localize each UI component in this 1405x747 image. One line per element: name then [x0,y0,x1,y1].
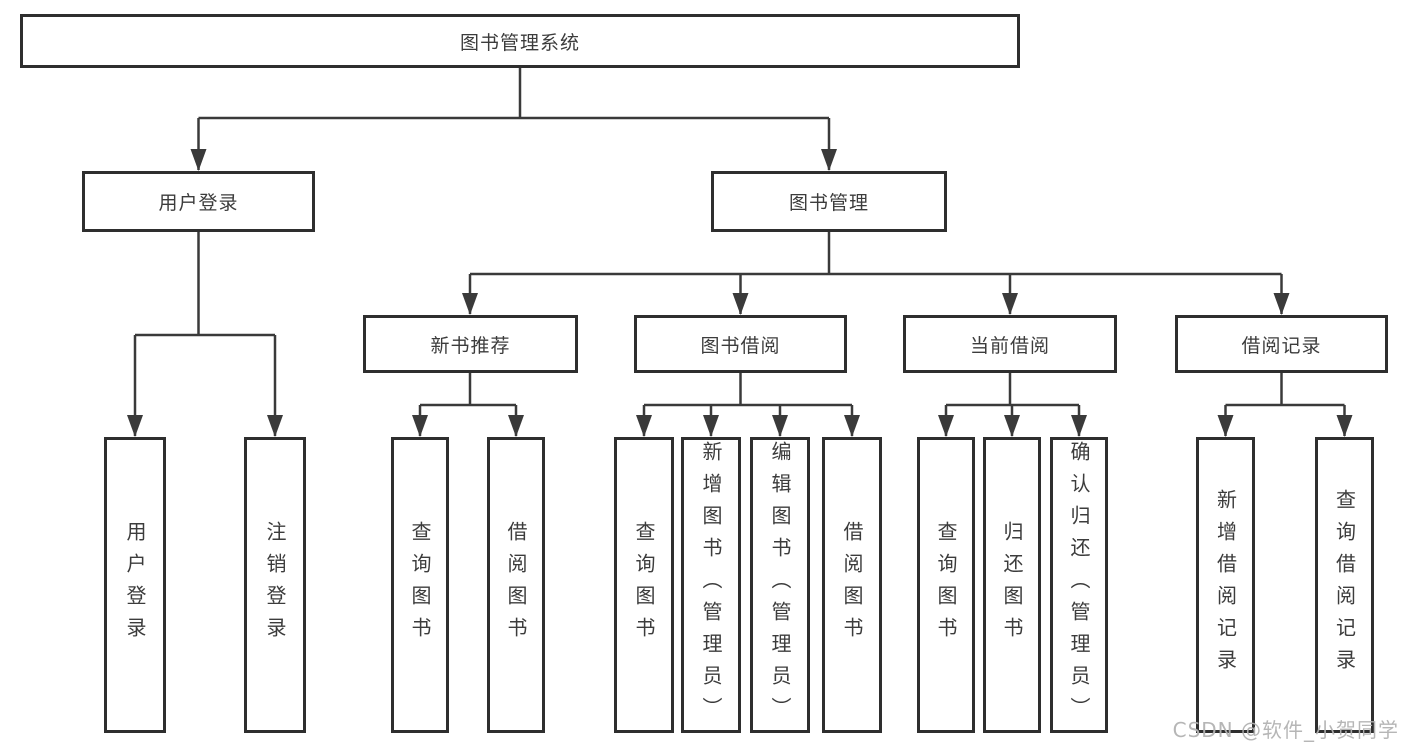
node-borrowing-records: 借阅记录 [1175,315,1388,373]
leaf-user-login: 用户登录 [104,437,166,733]
node-label: 图书管理系统 [459,31,580,54]
node-label: 查询图书 [408,521,432,649]
leaf-records-query-record: 查询借阅记录 [1315,437,1374,733]
node-label: 新书推荐 [430,334,511,357]
node-label: 新增借阅记录 [1213,489,1238,681]
node-label: 借阅图书 [840,521,864,649]
node-label: 当前借阅 [969,334,1050,357]
connector-current-borrowing-family [938,373,1087,437]
node-label: 新增图书（管理员） [699,441,723,729]
connector-user-login-family [127,232,283,437]
node-label: 确认归还（管理员） [1067,441,1091,729]
node-library-management-system: 图书管理系统 [20,14,1020,68]
connector-book-borrowing-family [636,373,860,437]
leaf-records-add-record: 新增借阅记录 [1196,437,1255,733]
node-user-login: 用户登录 [82,171,315,232]
connector-root-family [190,68,837,171]
node-label: 借阅记录 [1241,334,1322,357]
leaf-current-confirm-return-admin: 确认归还（管理员） [1050,437,1108,733]
node-current-borrowing: 当前借阅 [903,315,1117,373]
node-label: 用户登录 [123,521,147,649]
node-book-management: 图书管理 [711,171,947,232]
leaf-borrowing-borrow-books: 借阅图书 [822,437,882,733]
node-new-book-recommend: 新书推荐 [363,315,578,373]
leaf-logout: 注销登录 [244,437,306,733]
node-label: 注销登录 [263,521,287,649]
leaf-recommend-borrow-books: 借阅图书 [487,437,545,733]
node-label: 图书管理 [788,192,869,214]
leaf-borrowing-query-books: 查询图书 [614,437,674,733]
connector-borrowing-records-family [1217,373,1353,437]
node-label: 用户登录 [158,192,239,214]
node-label: 编辑图书（管理员） [768,441,792,729]
leaf-borrowing-add-books-admin: 新增图书（管理员） [681,437,741,733]
node-label: 查询图书 [934,521,958,649]
connector-book-management-family [462,232,1290,315]
leaf-recommend-query-books: 查询图书 [391,437,449,733]
leaf-current-return-books: 归还图书 [983,437,1041,733]
connector-new-book-recommend-family [412,373,524,437]
node-label: 图书借阅 [700,334,781,357]
leaf-current-query-books: 查询图书 [917,437,975,733]
node-label: 查询图书 [632,521,656,649]
node-label: 查询借阅记录 [1332,489,1357,681]
csdn-watermark: CSDN @软件_小贺同学 [1172,718,1399,742]
leaf-borrowing-edit-books-admin: 编辑图书（管理员） [750,437,810,733]
node-label: 归还图书 [1000,521,1024,649]
node-label: 借阅图书 [504,521,528,649]
node-book-borrowing: 图书借阅 [634,315,847,373]
